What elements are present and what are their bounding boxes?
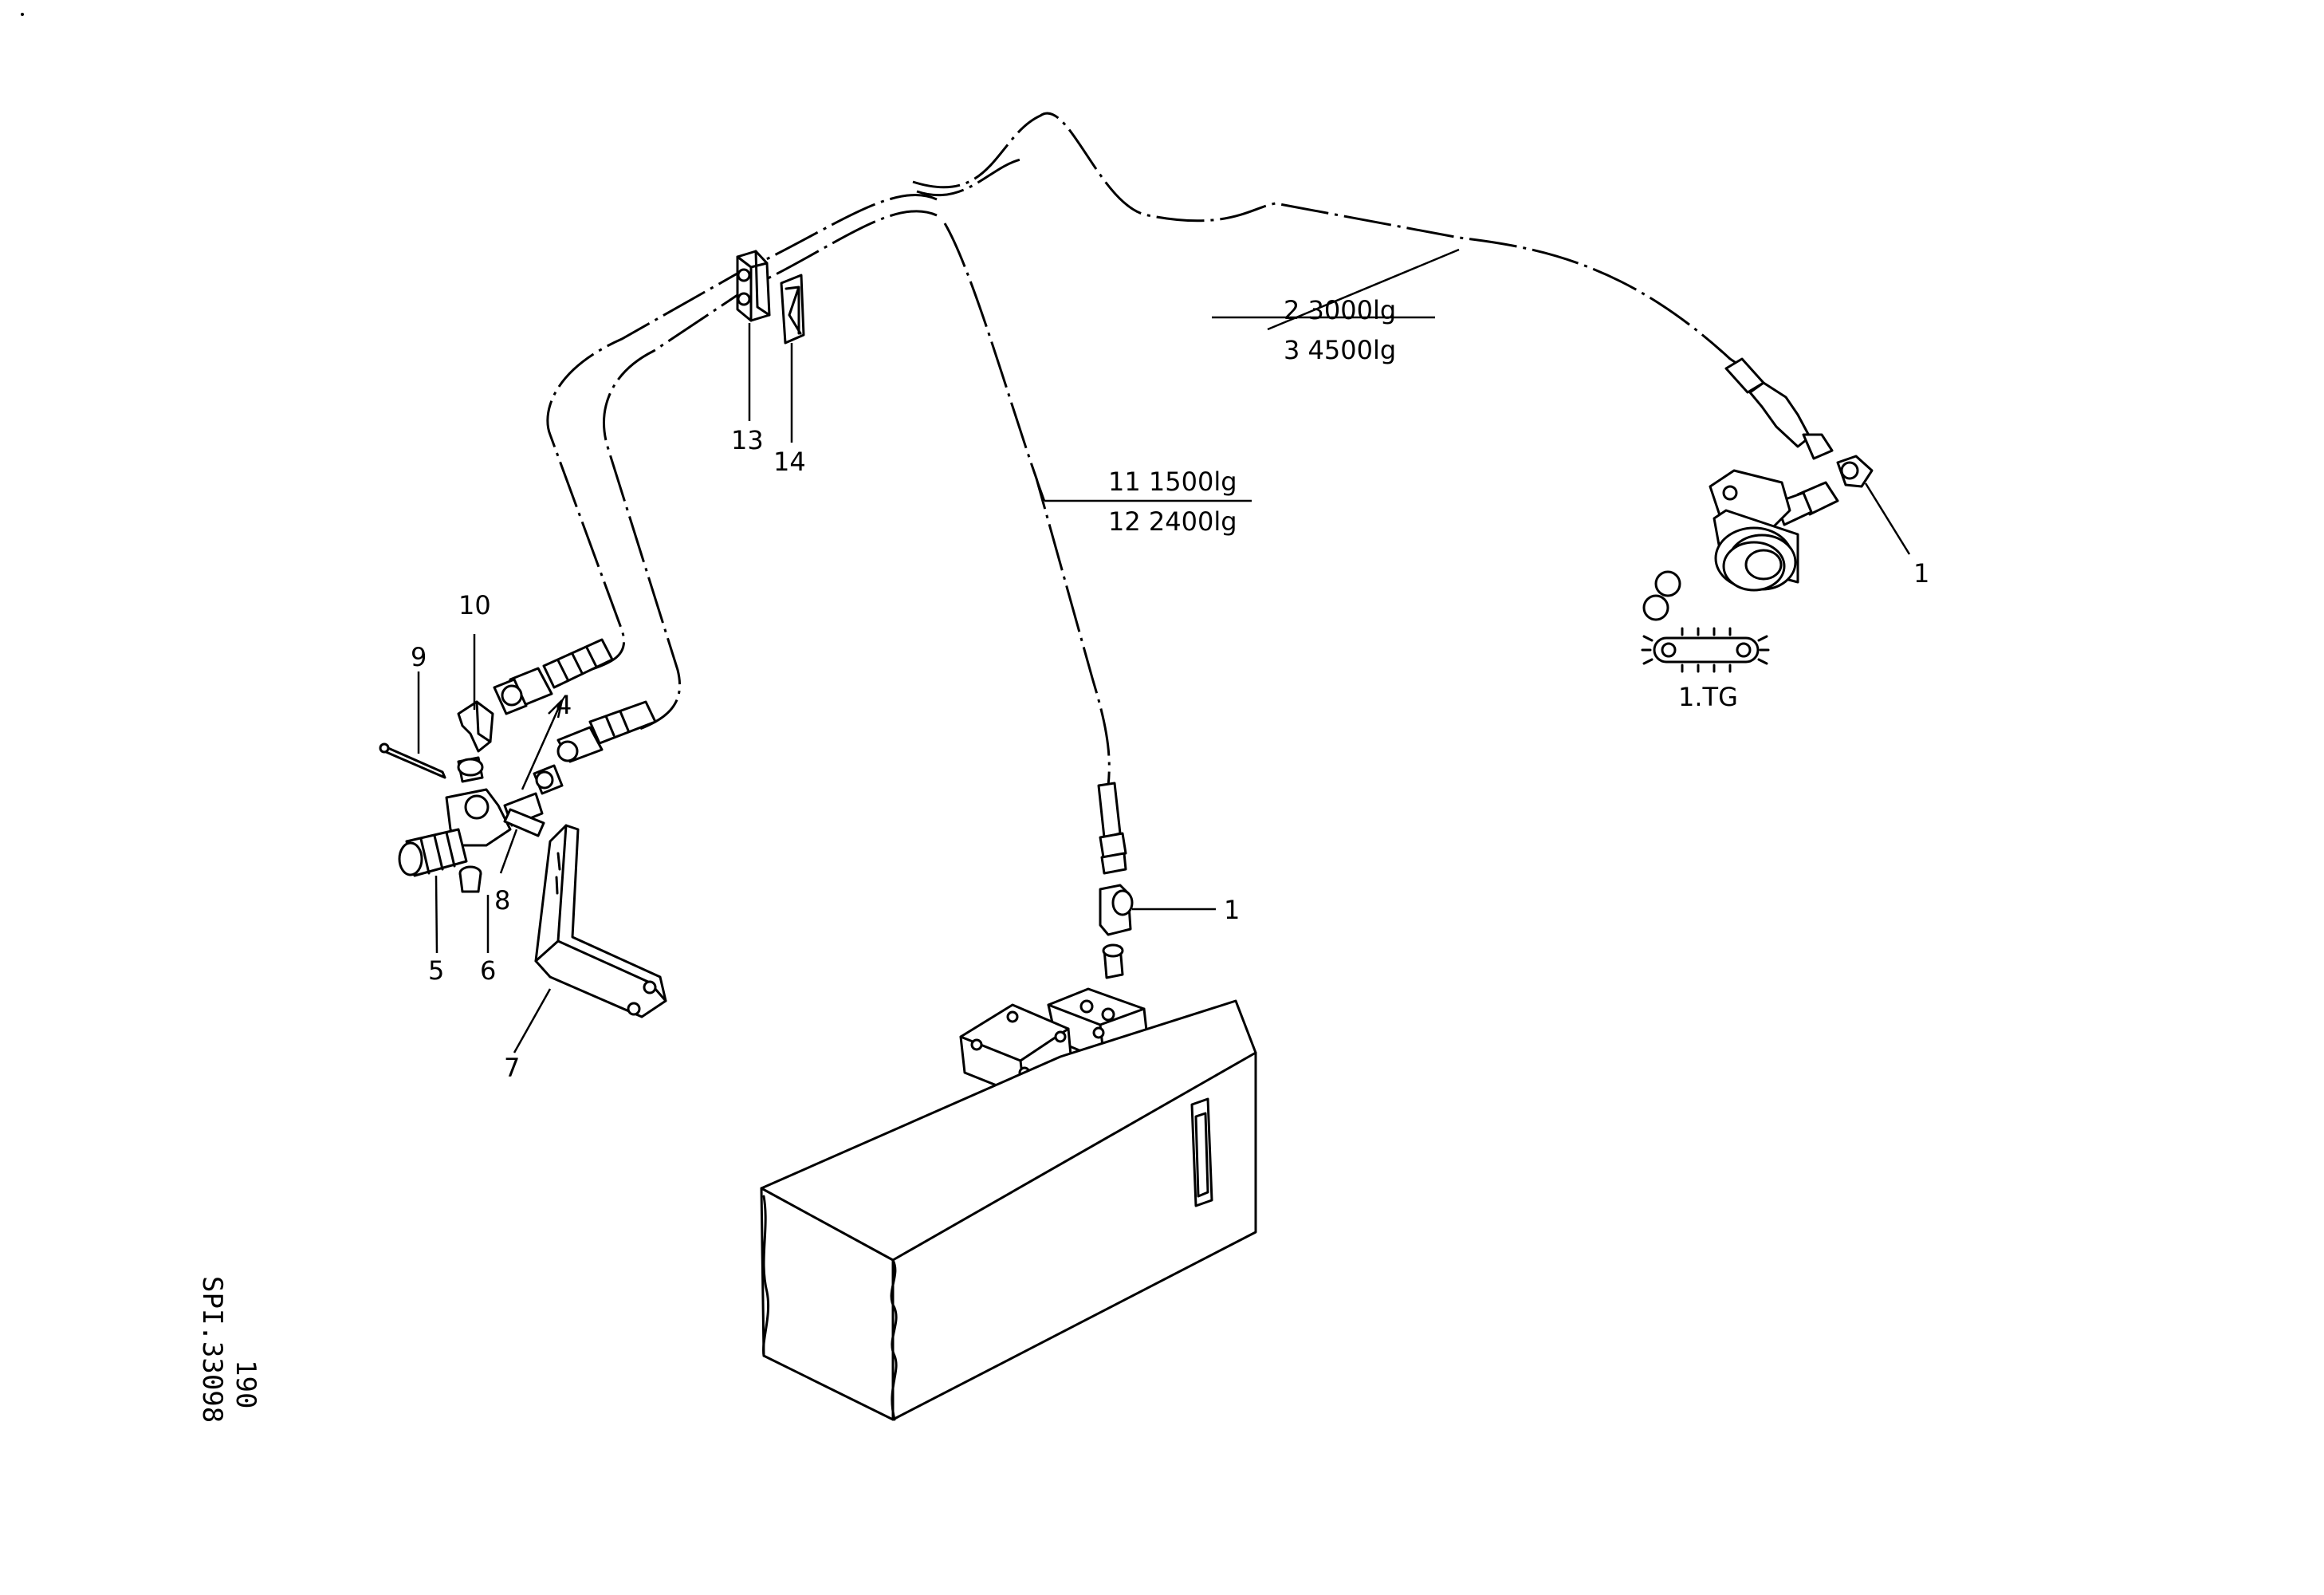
hose-end-fitting-right (1724, 357, 1874, 526)
plug-6 (458, 865, 482, 893)
label-part-5: 5 (428, 955, 444, 986)
leader-lines (417, 248, 1911, 1053)
clamp-13 (736, 250, 771, 322)
tg-symbol (1641, 570, 1770, 673)
label-part-1-mid: 1 (1224, 895, 1240, 925)
pin-9 (379, 742, 446, 779)
hose-end-fitting-mid (1097, 782, 1134, 979)
valve-5 (398, 756, 512, 877)
hose-11-12 (943, 223, 1111, 786)
elbow-10 (457, 700, 494, 753)
label-part-4: 4 (556, 690, 572, 720)
spec-hose-12: 12 2400lg (1108, 506, 1237, 537)
label-part-1-top: 1 (1913, 558, 1929, 589)
reference-code: SPI.33098 (196, 1276, 228, 1423)
spec-hose-3: 3 4500lg (1284, 335, 1396, 365)
label-part-10: 10 (458, 590, 491, 620)
label-tg: 1.TG (1678, 682, 1738, 712)
hose-upper-left (546, 194, 938, 731)
bracket-7 (534, 824, 667, 1018)
label-part-13: 13 (731, 425, 764, 455)
label-part-14: 14 (773, 447, 806, 477)
reference-page: 190 (230, 1360, 261, 1408)
label-part-9: 9 (411, 642, 427, 672)
hose-2-3 (912, 112, 1755, 376)
nipple-8 (503, 808, 545, 837)
hose-fittings-left (493, 638, 657, 827)
pump-unit-right (1709, 469, 1799, 592)
spec-hose-11: 11 1500lg (1108, 467, 1237, 497)
spec-hose-2: 2 3000lg (1284, 295, 1396, 325)
label-part-6: 6 (480, 955, 496, 986)
reference-block: SPI.33098 190 (196, 1276, 261, 1423)
label-part-8: 8 (494, 885, 510, 916)
corner-mark (21, 13, 24, 16)
label-part-7: 7 (504, 1053, 520, 1083)
plate-14 (780, 274, 805, 345)
oil-tank (760, 999, 1257, 1421)
